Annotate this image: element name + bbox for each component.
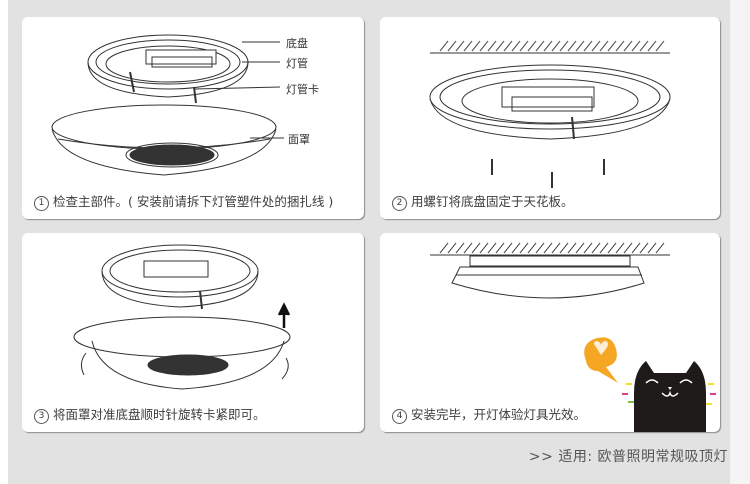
- step-number: 3: [34, 409, 49, 424]
- exploded-lamp-illustration: [51, 34, 284, 176]
- label-tube-clip: 灯管卡: [286, 83, 319, 96]
- step-number: 1: [34, 196, 49, 211]
- label-base: 底盘: [286, 37, 308, 50]
- step-number: 4: [392, 409, 407, 424]
- applicable-products-note: >> 适用: 欧普照明常规吸顶灯: [528, 449, 728, 465]
- installed-lamp-illustration: [430, 242, 716, 432]
- step-number: 2: [392, 196, 407, 211]
- double-chevron-icon: >>: [528, 449, 554, 465]
- label-cover: 面罩: [288, 133, 310, 146]
- right-edge-stripe: [730, 0, 750, 484]
- heart-speech-bubble-icon: [584, 337, 618, 383]
- ceiling-mount-illustration: [429, 40, 671, 188]
- attach-cover-illustration: [73, 244, 291, 390]
- label-tube: 灯管: [286, 57, 308, 70]
- tmall-cat-mascot-icon: [622, 361, 716, 432]
